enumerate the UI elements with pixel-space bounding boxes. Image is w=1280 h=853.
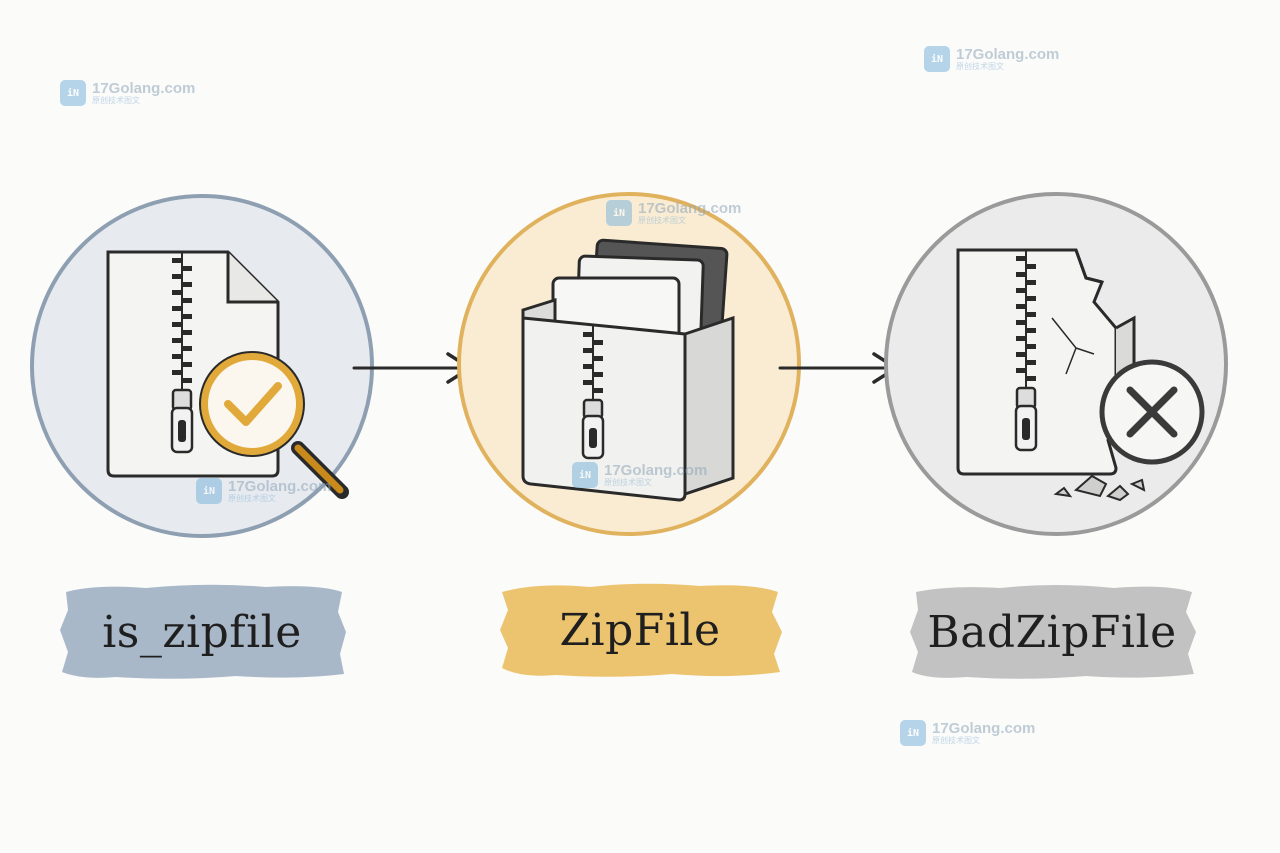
watermark-sub: 原创技术图文 [932, 735, 980, 745]
watermark-name: 17Golang.com [932, 719, 1036, 737]
badzipfile-node-circle [884, 192, 1228, 536]
zipfile-node-circle [457, 192, 801, 536]
watermark: iN 17Golang.com 原创技术图文 [900, 720, 1035, 746]
watermark-name: 17Golang.com [92, 79, 196, 97]
watermark-sub: 原创技术图文 [92, 95, 140, 105]
zipfile-label: ZipFile [494, 580, 786, 680]
is-zipfile-node-circle [30, 194, 374, 538]
watermark: iN 17Golang.com 原创技术图文 [924, 46, 1059, 72]
watermark-sub: 原创技术图文 [956, 61, 1004, 71]
watermark-name: 17Golang.com [956, 45, 1060, 63]
watermark-logo: iN [900, 720, 926, 746]
zip-box-with-documents-icon [521, 238, 735, 502]
zipfile-label-text: ZipFile [559, 604, 721, 656]
badzipfile-label-text: BadZipFile [927, 606, 1177, 658]
zip-file-magnifier-check-icon [106, 250, 349, 499]
badzipfile-label: BadZipFile [906, 582, 1198, 682]
is-zipfile-label-text: is_zipfile [102, 606, 302, 658]
broken-zip-file-x-icon [956, 248, 1205, 502]
watermark-logo: iN [924, 46, 950, 72]
watermark: iN 17Golang.com 原创技术图文 [60, 80, 195, 106]
is-zipfile-label: is_zipfile [56, 582, 348, 682]
watermark-logo: iN [60, 80, 86, 106]
